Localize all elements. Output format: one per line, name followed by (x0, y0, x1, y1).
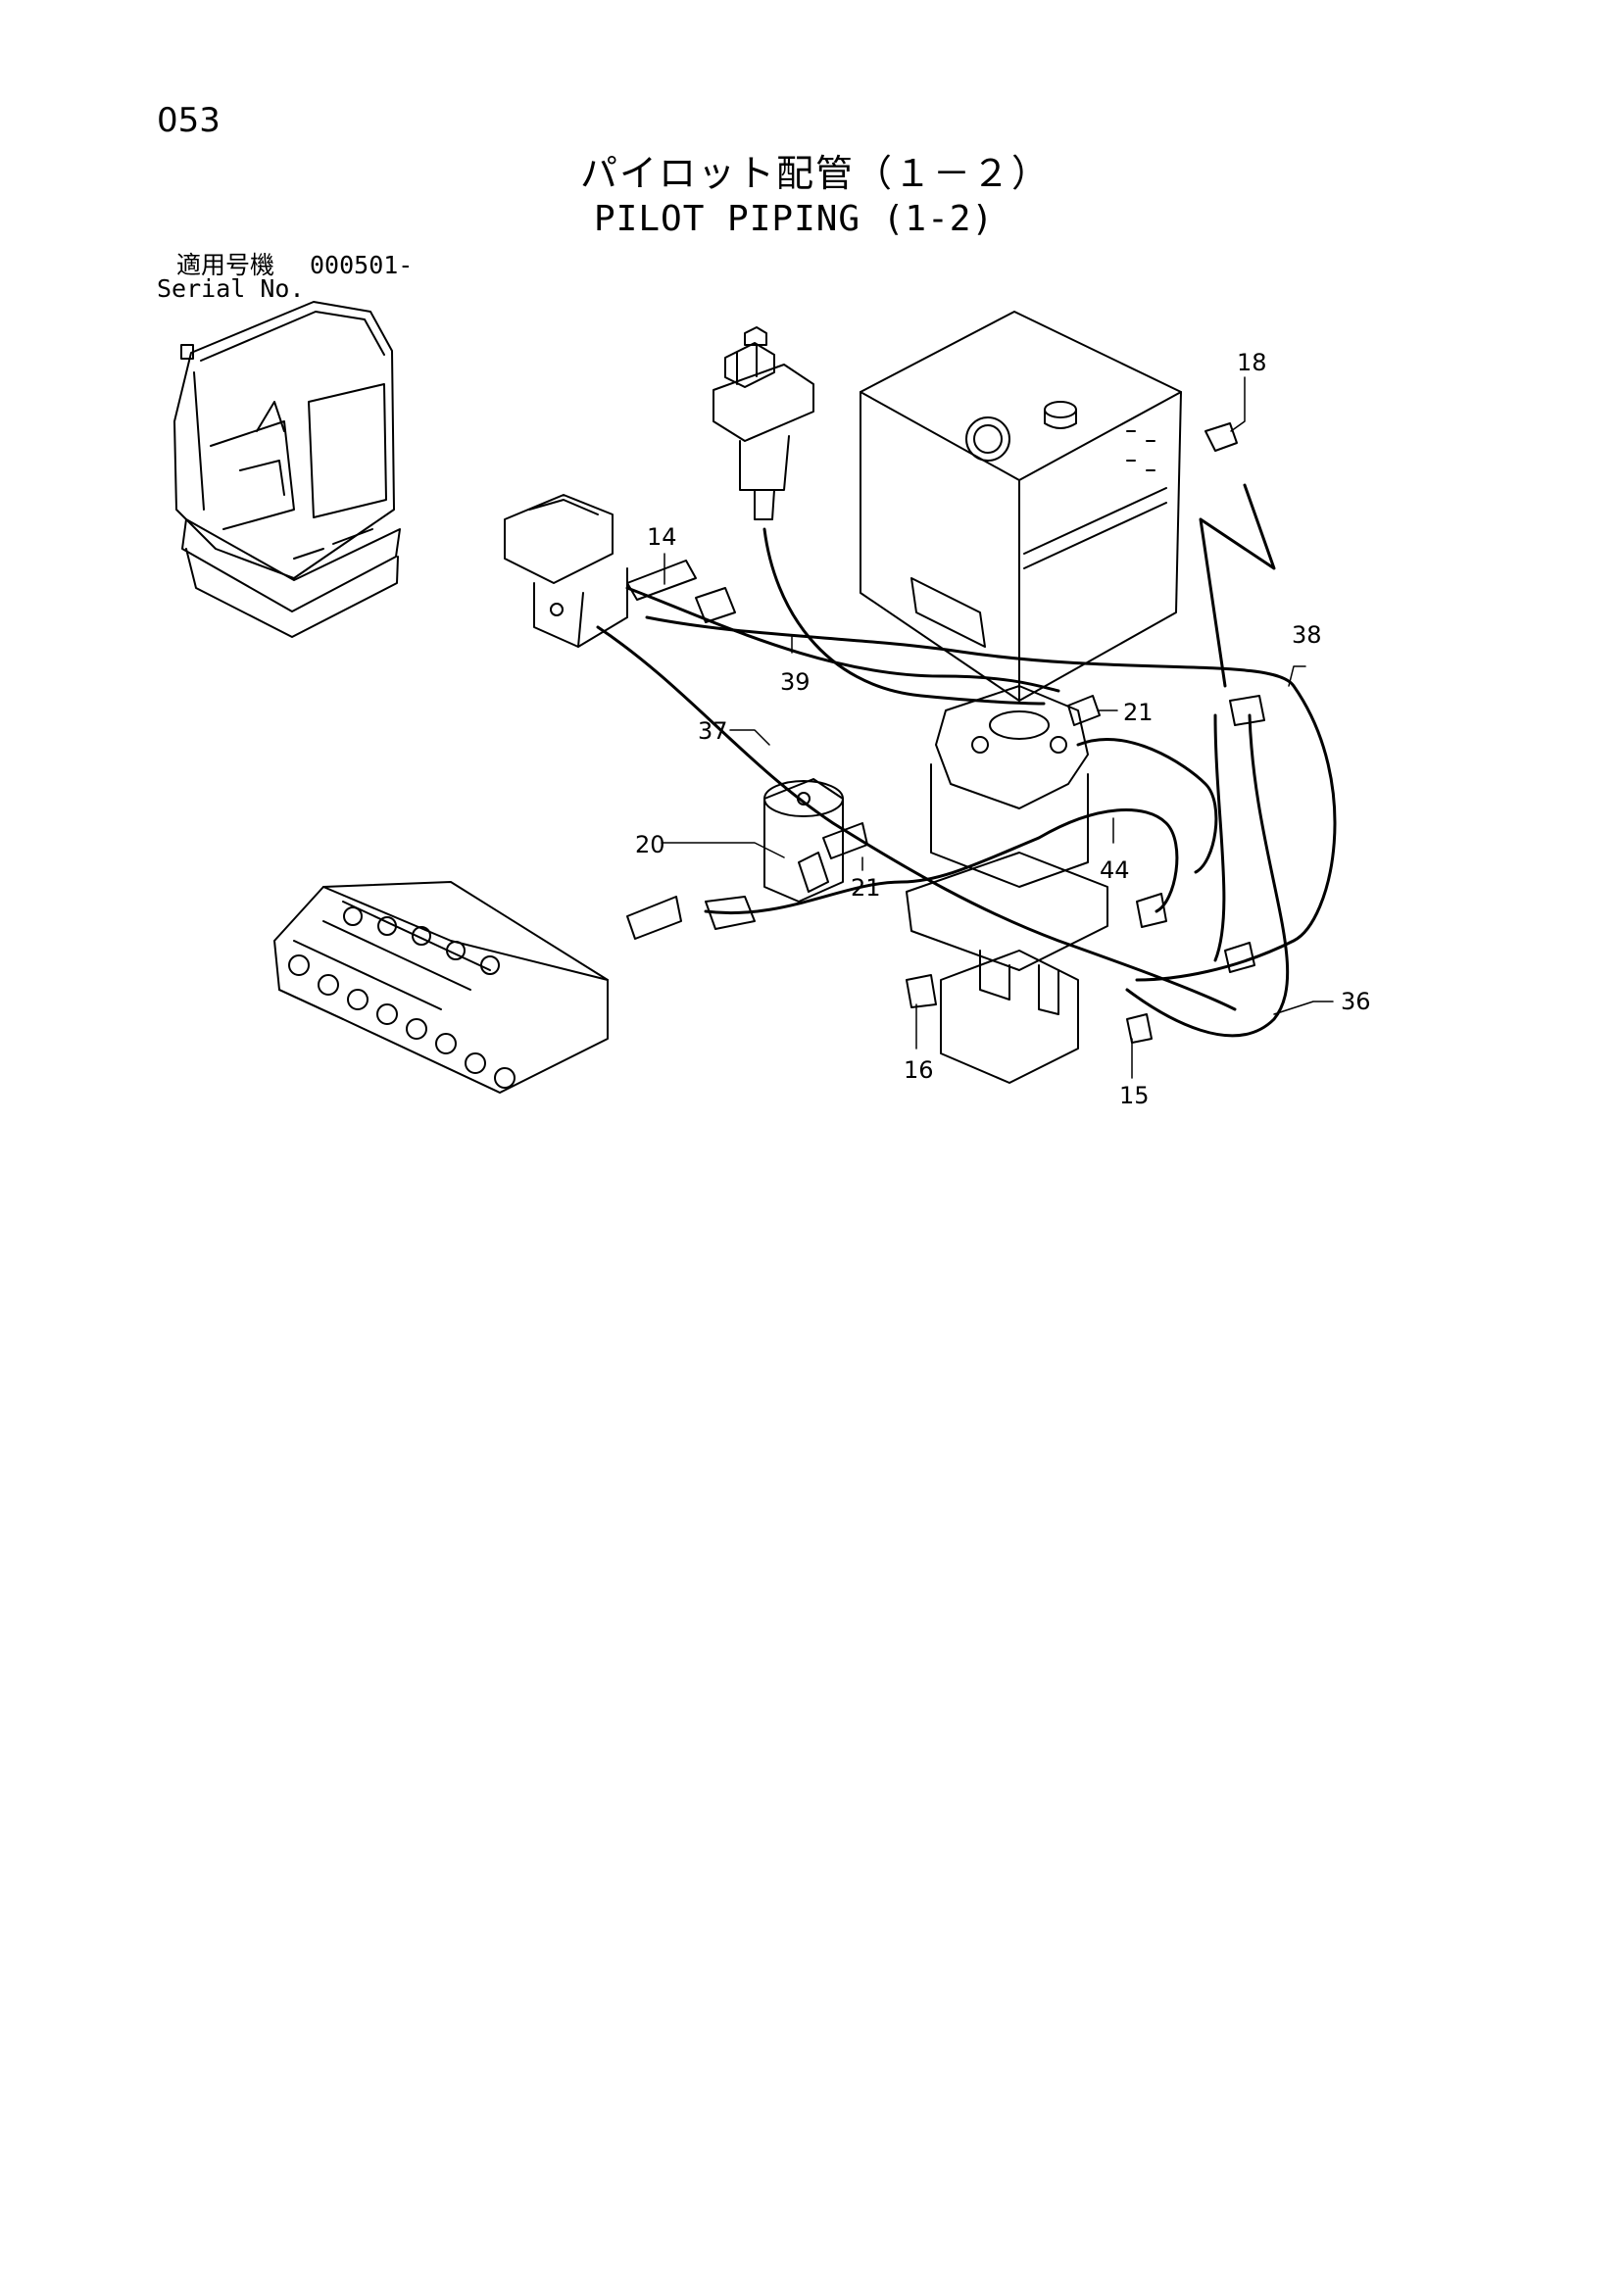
control-valve-stack (273, 881, 609, 1094)
callout-label: 38 (1292, 621, 1322, 649)
solenoid-valve-block (940, 950, 1079, 1084)
swivel-joint (906, 685, 1108, 971)
callout-label: 44 (1100, 856, 1130, 884)
serial-label-japanese: 適用号機 (176, 251, 275, 279)
serial-label-english: Serial No. (157, 274, 305, 303)
fittings (626, 422, 1265, 1044)
pilot-control-valve-left (504, 494, 628, 648)
callout-labels: 18 14 38 39 21 37 20 21 44 36 16 15 (635, 349, 1371, 1109)
hydraulic-tank (860, 311, 1182, 702)
serial-number: 000501- (310, 251, 414, 279)
callout-label: 39 (780, 668, 811, 696)
pilot-valve-top (713, 326, 814, 520)
page-number: 053 (157, 101, 221, 140)
callout-label: 16 (904, 1056, 934, 1084)
leader-lines (661, 376, 1334, 1079)
callout-label: 36 (1341, 988, 1371, 1015)
callout-label: 21 (1123, 699, 1154, 726)
callout-label: 37 (698, 717, 728, 745)
callout-label: 15 (1119, 1082, 1150, 1109)
machine-locator-icon (173, 301, 401, 638)
callout-label: 21 (851, 874, 881, 902)
rotary-valve-block (763, 778, 844, 903)
callout-label: 20 (635, 831, 665, 858)
page-title-english: PILOT PIPING (1-2) (594, 199, 995, 239)
callout-label: 14 (647, 523, 677, 551)
hoses (596, 483, 1337, 1038)
page-title-japanese: パイロット配管（１－２） (580, 152, 1052, 195)
callout-label: 18 (1237, 349, 1267, 376)
